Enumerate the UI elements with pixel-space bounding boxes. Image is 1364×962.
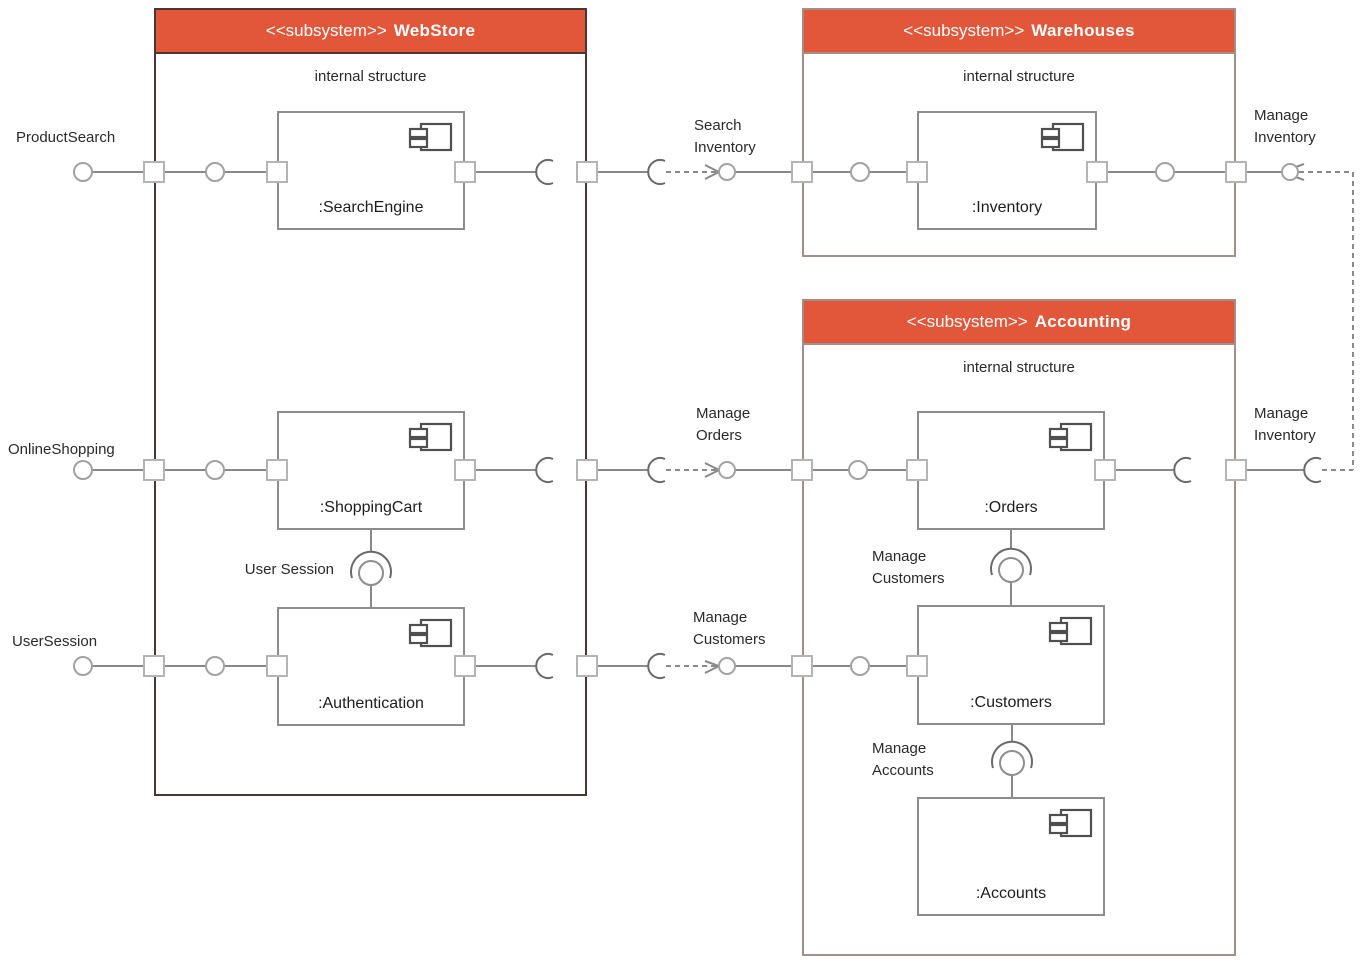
- interface-label-manage-customers: Manage Customers: [693, 609, 766, 648]
- arrow-right-icon: [704, 164, 722, 180]
- subsystem-webstore-header: <<subsystem>> WebStore: [156, 10, 585, 54]
- component-icon: [408, 618, 453, 648]
- component-name: :ShoppingCart: [319, 499, 423, 516]
- internal-structure-label: internal structure: [963, 68, 1075, 85]
- component-authentication: :Authentication: [277, 607, 465, 726]
- ball-icon: [718, 461, 736, 479]
- component-name: :Inventory: [971, 199, 1043, 216]
- ball-icon: [718, 163, 736, 181]
- component-name: :Authentication: [318, 695, 424, 712]
- subsystem-name: Accounting: [1034, 312, 1132, 331]
- subsystem-warehouses-header: <<subsystem>> Warehouses: [804, 10, 1234, 54]
- ball-icon: [73, 162, 93, 182]
- component-accounts: :Accounts: [917, 797, 1105, 916]
- interface-label-manage-inventory-right: Manage Inventory: [1254, 405, 1316, 444]
- component-name: :Customers: [970, 694, 1052, 711]
- component-customers: :Customers: [917, 605, 1105, 725]
- ball-icon: [718, 657, 736, 675]
- interface-label-manage-orders: Manage Orders: [696, 405, 751, 444]
- port-label-product-search: ProductSearch: [16, 129, 116, 146]
- port-label-online-shopping: OnlineShopping: [8, 441, 115, 458]
- connector-label-manage-customers: Manage Customers: [872, 548, 945, 587]
- ball-icon: [1281, 163, 1299, 181]
- connector-label-manage-accounts: Manage Accounts: [872, 740, 934, 779]
- subsystem-name: WebStore: [393, 21, 476, 40]
- component-name: :Orders: [984, 499, 1038, 516]
- interface-label-search-inventory: Search Inventory: [694, 117, 756, 156]
- socket-icon: [647, 653, 666, 679]
- arrow-right-icon: [704, 660, 722, 674]
- component-shopping-cart: :ShoppingCart: [277, 411, 465, 530]
- component-inventory: :Inventory: [917, 111, 1097, 230]
- socket-icon: [647, 159, 666, 185]
- socket-icon: [1303, 457, 1322, 483]
- subsystem-accounting-header: <<subsystem>> Accounting: [804, 301, 1234, 345]
- component-icon: [1048, 808, 1093, 838]
- port-label-user-session: UserSession: [12, 633, 98, 650]
- component-icon: [1048, 422, 1093, 452]
- socket-icon: [647, 457, 666, 483]
- component-name: :Accounts: [975, 885, 1047, 902]
- component-name: :SearchEngine: [318, 199, 424, 216]
- component-icon: [1048, 616, 1093, 646]
- component-icon: [408, 422, 453, 452]
- interface-label-manage-inventory-top: Manage Inventory: [1254, 107, 1316, 146]
- arrow-right-icon: [704, 462, 722, 478]
- connector-label-user-session: User Session: [244, 561, 334, 578]
- ball-icon: [73, 460, 93, 480]
- internal-structure-label: internal structure: [314, 68, 427, 85]
- component-icon: [408, 122, 453, 152]
- stereotype-label: <<subsystem>>: [265, 21, 387, 40]
- component-search-engine: :SearchEngine: [277, 111, 465, 230]
- component-orders: :Orders: [917, 411, 1105, 530]
- internal-structure-label: internal structure: [963, 359, 1075, 376]
- arrow-left-icon: [1279, 163, 1305, 181]
- component-icon: [1040, 122, 1085, 152]
- ball-icon: [73, 656, 93, 676]
- subsystem-name: Warehouses: [1031, 21, 1135, 40]
- stereotype-label: <<subsystem>>: [906, 312, 1028, 331]
- stereotype-label: <<subsystem>>: [903, 21, 1025, 40]
